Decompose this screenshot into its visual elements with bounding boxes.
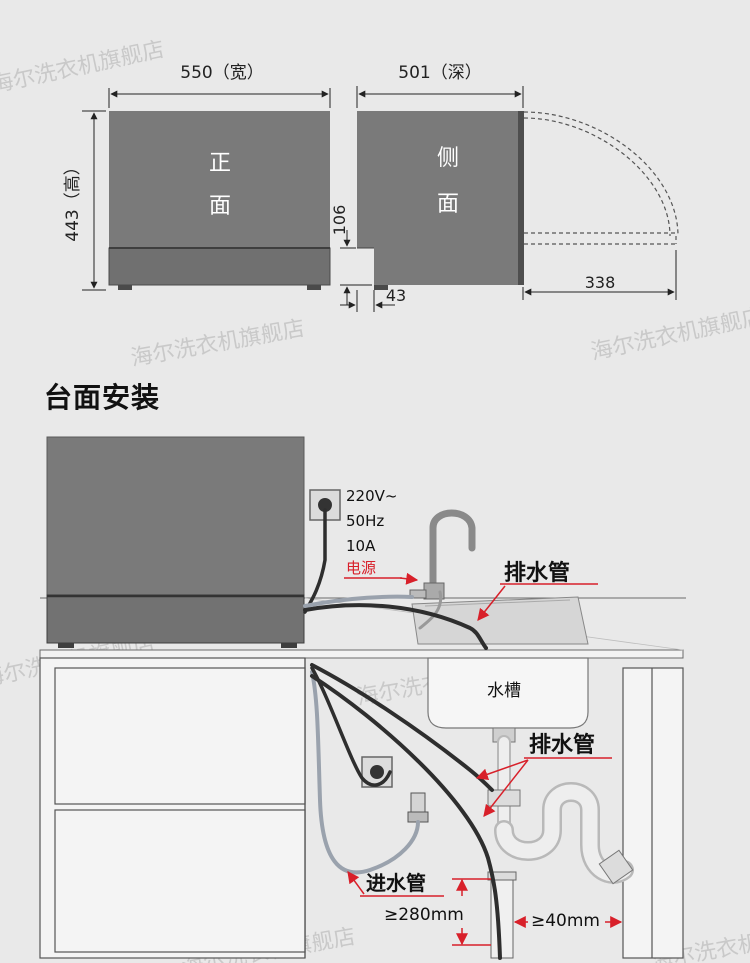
dishwasher-base xyxy=(46,594,305,644)
cabinet-hoses xyxy=(310,663,502,960)
height-dimension xyxy=(82,110,106,291)
watermark: 海尔洗衣机旗舰店 xyxy=(0,37,167,98)
side-foot xyxy=(374,285,388,290)
bottom-height-dimension xyxy=(340,230,372,305)
inlet-hose-top xyxy=(303,594,414,608)
drain-pipe-label-top: 排水管 xyxy=(504,560,570,586)
min-height-label: ≥280mm xyxy=(384,905,464,925)
min-gap-label: ≥40mm xyxy=(531,911,600,931)
power-info: 220V~ 50Hz 10A 电源 xyxy=(344,487,402,579)
power-cord-lower xyxy=(310,666,392,787)
width-dimension xyxy=(108,88,331,108)
width-label: 550（宽） xyxy=(180,63,263,83)
door-open-dimension xyxy=(522,250,677,300)
min-height-dimension xyxy=(452,878,491,946)
front-body xyxy=(109,111,330,248)
depth-dimension xyxy=(356,86,524,108)
power-frequency: 50Hz xyxy=(346,512,384,530)
sink-top xyxy=(411,596,589,645)
watermark: 海尔洗衣机旗舰店 xyxy=(589,304,750,365)
side-label-bottom: 面 xyxy=(437,192,459,217)
drain-pipe-label-mid: 排水管 xyxy=(529,732,595,758)
sink-basin: 水槽 xyxy=(427,657,589,729)
drain-hose-lower-1 xyxy=(310,663,494,792)
inlet-valve xyxy=(407,792,429,823)
dishwasher xyxy=(46,436,305,648)
power-cord xyxy=(303,508,327,614)
inlet-pipe-label: 进水管 xyxy=(366,871,426,895)
front-label-bottom: 面 xyxy=(209,194,231,219)
power-label: 电源 xyxy=(346,559,376,577)
front-base xyxy=(108,247,331,286)
drain-trap xyxy=(487,727,634,885)
lower-cabinet-right xyxy=(622,667,684,959)
door-open-label: 338 xyxy=(585,273,616,292)
dishwasher-body xyxy=(46,436,305,596)
drain-hose-lower-2 xyxy=(310,674,502,960)
depth-label: 501（深） xyxy=(398,63,481,83)
foot-offset-label: 43 xyxy=(386,286,406,305)
side-body xyxy=(357,111,523,285)
inlet-hose xyxy=(310,670,420,875)
side-view: 侧 面 xyxy=(357,111,524,290)
watermark: 海尔洗衣机旗舰店 xyxy=(129,316,307,371)
lower-socket xyxy=(361,756,393,788)
power-current: 10A xyxy=(346,537,376,555)
power-voltage: 220V~ xyxy=(346,487,397,505)
section-title: 台面安装 xyxy=(44,381,161,414)
counter-hoses xyxy=(303,508,488,650)
front-foot-left xyxy=(118,285,132,290)
side-door-edge xyxy=(518,111,524,285)
front-label-top: 正 xyxy=(209,151,231,176)
front-view: 正 面 xyxy=(108,111,331,290)
height-label: 443（高） xyxy=(63,158,83,241)
foot-offset-dimension xyxy=(340,290,395,312)
door-swing xyxy=(523,111,679,245)
bottom-height-label: 106 xyxy=(330,205,349,236)
side-label-top: 侧 xyxy=(437,146,459,171)
drain-hose-top xyxy=(303,603,488,650)
front-foot-right xyxy=(307,285,321,290)
lower-cabinet-left xyxy=(39,657,306,959)
sink-label: 水槽 xyxy=(487,681,521,701)
